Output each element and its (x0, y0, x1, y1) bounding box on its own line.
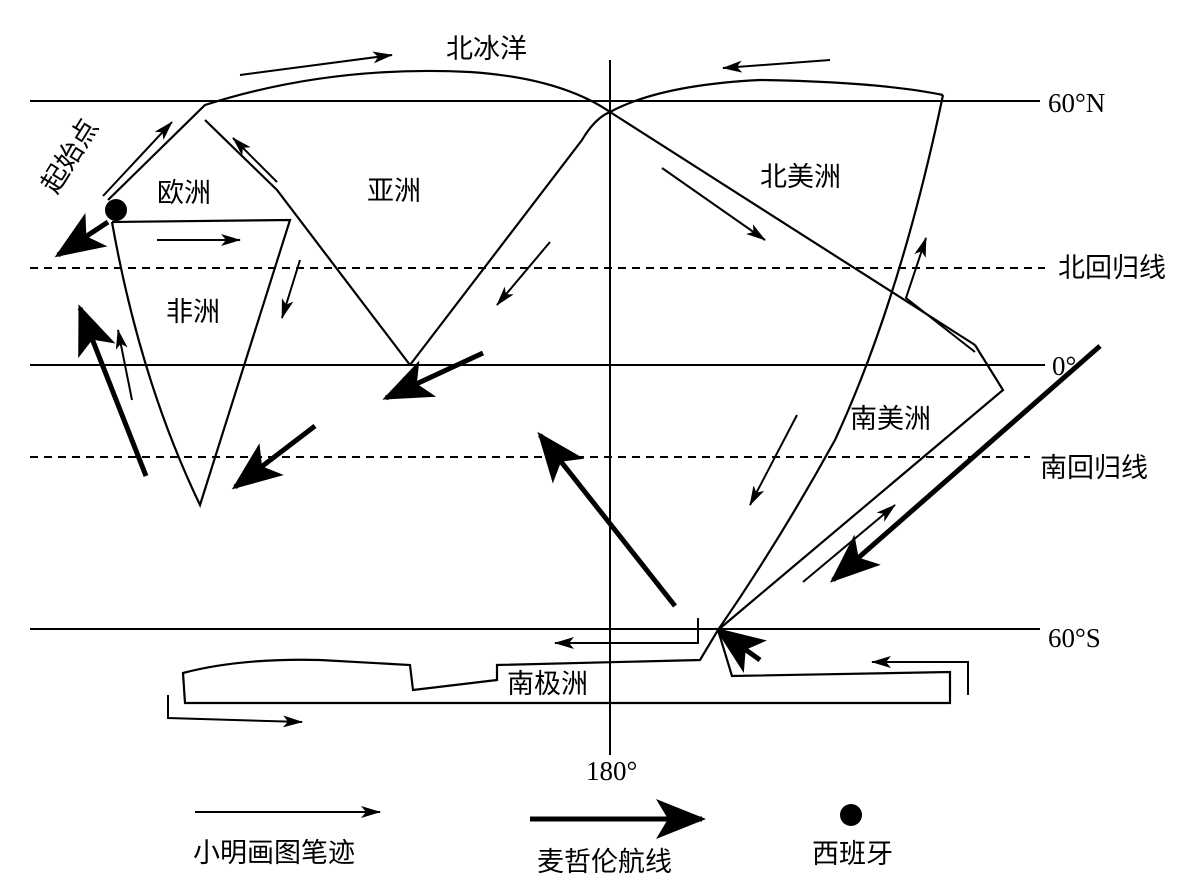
route-arrow-strait-west (714, 627, 768, 674)
label-south-america: 南美洲 (850, 404, 931, 435)
north-america-outline (609, 78, 976, 346)
pen-arrow-samerica-se-ne (802, 504, 896, 583)
pen-trace-arrows (102, 51, 976, 728)
label-north-america: 北美洲 (760, 162, 841, 193)
pen-arrow-africa-west-north (115, 329, 133, 401)
route-arrow-atlantic-southwest (829, 344, 1102, 583)
label-equator: 0° (1052, 351, 1076, 381)
pen-arrow-europe-nw (232, 137, 278, 183)
legend: 小明画图笔迹 麦哲伦航线 西班牙 (193, 799, 893, 878)
pen-arrow-asia-southwest (496, 241, 551, 306)
pen-arrow-africa-ne-south (281, 259, 301, 319)
route-arrow-africa-west-north (77, 304, 149, 477)
label-lat-60n: 60°N (1048, 88, 1105, 118)
legend-pen-trace-label: 小明画图笔迹 (193, 838, 355, 869)
label-tropic-capricorn: 南回归线 (1040, 453, 1148, 484)
label-lat-60s: 60°S (1048, 623, 1101, 653)
label-africa: 非洲 (166, 297, 220, 328)
pen-arrow-antarctica-bottom-east (167, 695, 303, 728)
route-arrow-southwest-africa (231, 424, 317, 490)
pen-arrow-namerica-southeast (661, 167, 766, 241)
label-arctic: 北冰洋 (446, 34, 527, 65)
legend-magellan-label: 麦哲伦航线 (537, 847, 672, 878)
pen-arrow-arctic-east (239, 51, 393, 76)
route-arrow-indian-ocean-west (382, 350, 485, 401)
pen-arrow-start-north (102, 121, 173, 197)
spain-marker (105, 199, 127, 221)
pen-arrow-samerica-east-north (904, 237, 976, 353)
route-arrow-spain-southwest (54, 212, 110, 258)
legend-spain-label: 西班牙 (812, 839, 893, 870)
legend-spain-symbol (840, 804, 862, 826)
label-antarctica: 南极洲 (507, 669, 588, 700)
africa-outline (110, 218, 292, 508)
label-tropic-cancer: 北回归线 (1058, 253, 1166, 284)
label-europe: 欧洲 (157, 178, 211, 209)
pen-arrow-samerica-west-south (749, 414, 798, 506)
pen-arrow-antarctica-right-west (871, 656, 969, 695)
magellan-route-arrows (54, 212, 1102, 674)
pen-arrow-antarctica-top-west (554, 618, 699, 649)
label-meridian-180: 180° (586, 756, 637, 786)
label-start-point: 起始点 (36, 114, 105, 199)
south-america-outline (717, 94, 1005, 631)
route-arrow-pacific-northwest (537, 431, 677, 608)
label-asia: 亚洲 (367, 176, 421, 207)
pen-arrow-arctic-west (722, 59, 831, 73)
eurasia-outline (107, 69, 611, 366)
